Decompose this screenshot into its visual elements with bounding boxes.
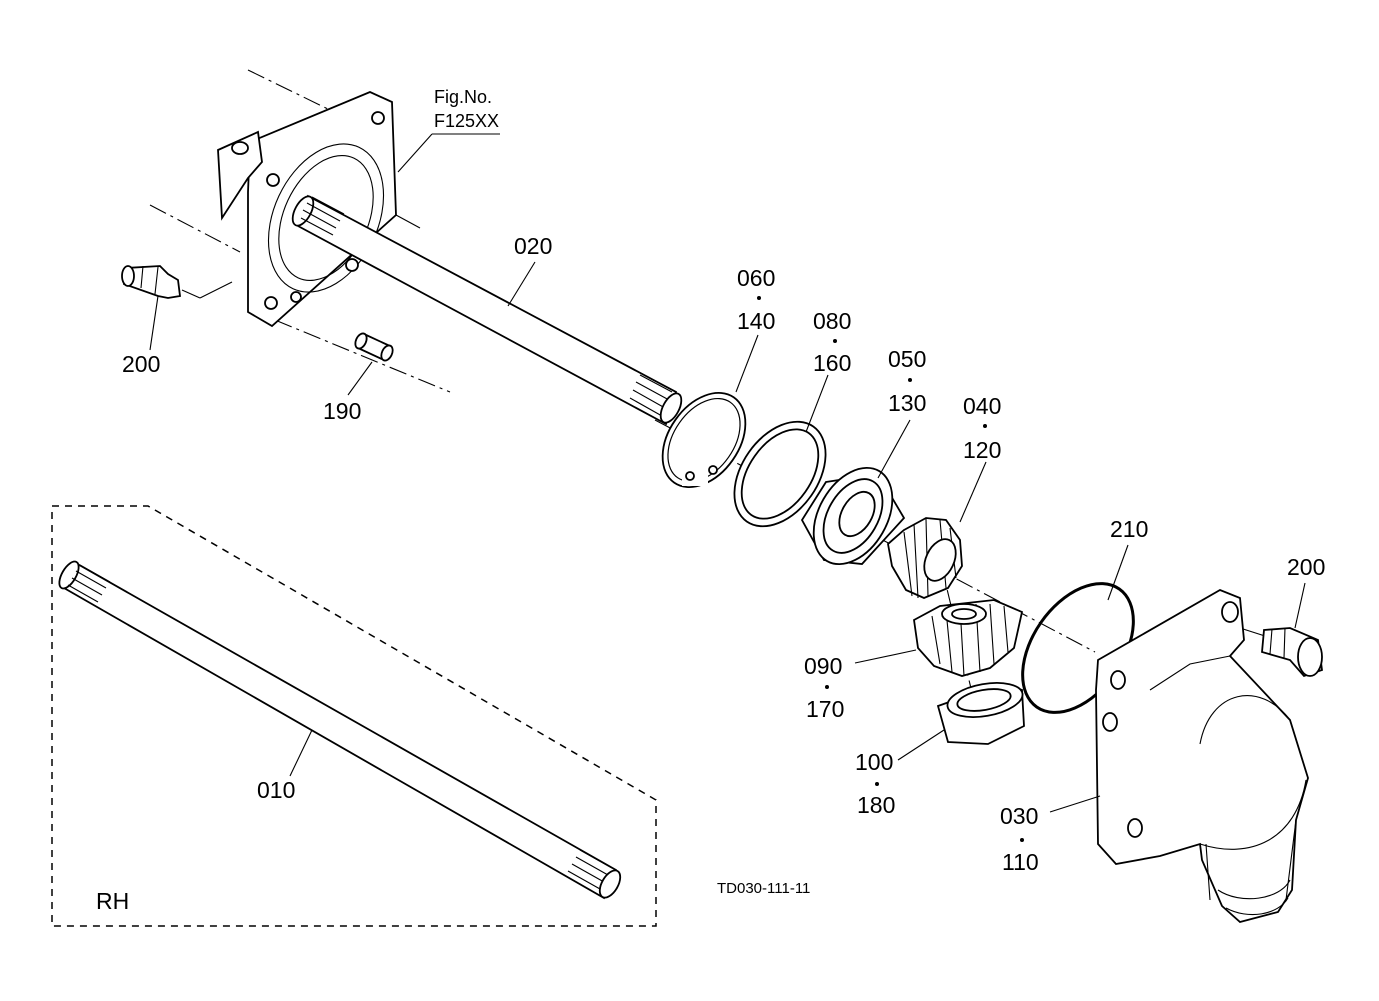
callouts: 020 060 140 080 160 050 130 040 120 210 … (122, 233, 1325, 875)
callout-060: 060 (737, 265, 775, 291)
callout-120: 120 (963, 437, 1001, 463)
inset-rh: RH (51, 505, 657, 927)
pin-190 (354, 332, 394, 362)
figure-ref-line2: F125XX (434, 111, 499, 131)
callout-100: 100 (855, 749, 893, 775)
inset-side-label: RH (96, 888, 129, 914)
ball-bearing-050 (800, 466, 906, 566)
callout-180: 180 (857, 792, 895, 818)
callout-030: 030 (1000, 803, 1038, 829)
callout-090: 090 (804, 653, 842, 679)
ball-bearing-100 (936, 682, 1025, 745)
axle-shaft-020 (291, 194, 683, 426)
plug-200-left (121, 265, 233, 299)
shim-080 (733, 420, 827, 528)
callout-010: 010 (257, 777, 295, 803)
callout-210: 210 (1110, 516, 1148, 542)
axle-shaft-010 (58, 560, 622, 900)
callout-050: 050 (888, 346, 926, 372)
callout-200-left: 200 (122, 351, 160, 377)
bevel-pinion-090 (913, 599, 1024, 677)
side-gear-040 (887, 517, 963, 599)
callout-130: 130 (888, 390, 926, 416)
callout-170: 170 (806, 696, 844, 722)
pair-dots (757, 296, 1024, 842)
callout-140: 140 (737, 308, 775, 334)
drawing-code: TD030-111-11 (717, 880, 810, 897)
leader-lines (149, 133, 1306, 813)
callout-200-right: 200 (1287, 554, 1325, 580)
callout-110: 110 (1002, 849, 1039, 875)
callout-020: 020 (514, 233, 552, 259)
figure-reference: Fig.No. F125XX (434, 87, 499, 131)
callout-080: 080 (813, 308, 851, 334)
callout-040: 040 (963, 393, 1001, 419)
callout-190: 190 (323, 398, 361, 424)
circlip-060 (661, 392, 747, 488)
plug-200-right (1261, 627, 1323, 678)
axle-housing-030 (1095, 589, 1309, 923)
figure-ref-line1: Fig.No. (434, 87, 492, 107)
callout-160: 160 (813, 350, 851, 376)
